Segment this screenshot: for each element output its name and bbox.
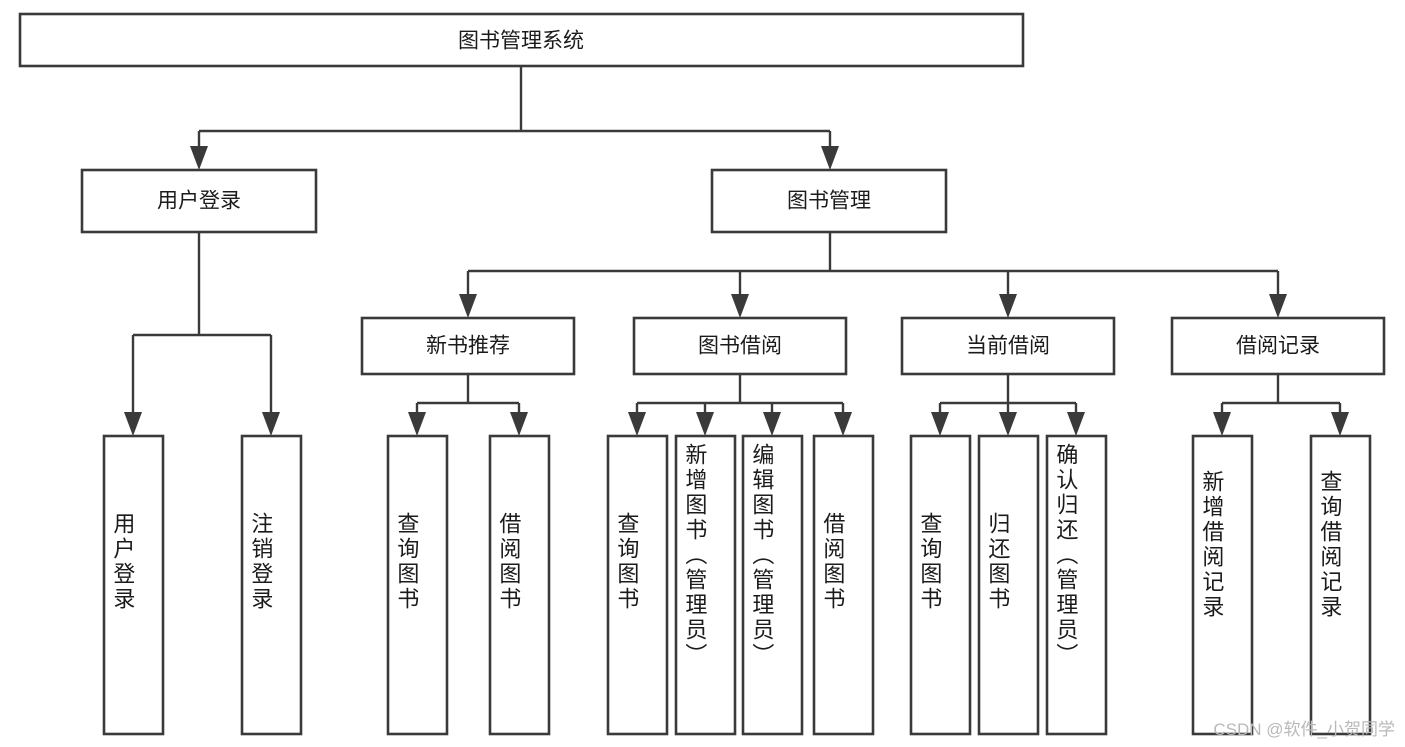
node-borrow-record[interactable]: 借阅记录 <box>1170 316 1386 376</box>
arrowhead-current-borrow <box>999 294 1017 318</box>
connector-group-book-borrow <box>628 374 852 436</box>
arrowhead-leaf-user-login <box>124 412 142 436</box>
arrowhead-bb-leaf-4 <box>834 412 852 436</box>
node-new-book-recommend-box[interactable] <box>360 316 576 376</box>
arrowhead-bb-leaf-2 <box>696 412 714 436</box>
leaf-box-user-login[interactable] <box>102 434 165 736</box>
arrowhead-cb-leaf-1 <box>931 412 949 436</box>
node-current-borrow-box[interactable] <box>900 316 1116 376</box>
arrowhead-new-book <box>459 294 477 318</box>
leaf-box-logout[interactable] <box>240 434 303 736</box>
arrowhead-cb-leaf-2 <box>999 412 1017 436</box>
node-book-borrow[interactable]: 图书借阅 <box>632 316 848 376</box>
arrowhead-book-borrow <box>731 294 749 318</box>
node-current-borrow-label: 当前借阅 <box>966 335 1050 358</box>
node-user-login-label: 用户登录 <box>157 190 241 213</box>
leaf-box-cb-return-book[interactable] <box>977 434 1040 736</box>
leaf-box-group <box>102 434 1372 736</box>
node-book-borrow-box[interactable] <box>632 316 848 376</box>
leaf-box-nb-query-book[interactable] <box>386 434 449 736</box>
arrowhead-br-leaf-2 <box>1331 412 1349 436</box>
arrowhead-nb-leaf-1 <box>408 412 426 436</box>
connector-group-root <box>190 66 839 170</box>
arrowhead-bb-leaf-1 <box>628 412 646 436</box>
connector-group-current-borrow <box>931 374 1085 436</box>
leaf-box-bb-add-book[interactable] <box>674 434 737 736</box>
node-book-borrow-label: 图书借阅 <box>698 335 782 358</box>
leaf-box-br-add-record[interactable] <box>1191 434 1254 736</box>
node-root[interactable]: 图书管理系统 <box>18 12 1025 68</box>
leaf-box-bb-edit-book[interactable] <box>741 434 804 736</box>
arrowhead-leaf-logout <box>262 412 280 436</box>
arrowhead-cb-leaf-3 <box>1067 412 1085 436</box>
node-root-box[interactable] <box>18 12 1025 68</box>
leaf-box-nb-borrow-book[interactable] <box>488 434 551 736</box>
node-root-label: 图书管理系统 <box>458 30 584 53</box>
arrowhead-book-manage <box>821 146 839 170</box>
connector-group-user-login <box>124 232 280 436</box>
leaf-box-bb-borrow-book[interactable] <box>812 434 875 736</box>
node-current-borrow[interactable]: 当前借阅 <box>900 316 1116 376</box>
node-new-book-recommend[interactable]: 新书推荐 <box>360 316 576 376</box>
leaf-box-cb-confirm-return[interactable] <box>1045 434 1108 736</box>
arrowhead-nb-leaf-2 <box>510 412 528 436</box>
connector-group-new-book <box>408 374 528 436</box>
node-book-manage[interactable]: 图书管理 <box>710 168 948 234</box>
node-new-book-recommend-label: 新书推荐 <box>426 335 510 358</box>
arrowhead-br-leaf-1 <box>1213 412 1231 436</box>
leaf-box-cb-query-book[interactable] <box>909 434 972 736</box>
arrowhead-bb-leaf-3 <box>763 412 781 436</box>
node-book-manage-label: 图书管理 <box>787 190 871 213</box>
node-user-login-box[interactable] <box>80 168 318 234</box>
arrowhead-user-login <box>190 146 208 170</box>
node-book-manage-box[interactable] <box>710 168 948 234</box>
node-borrow-record-box[interactable] <box>1170 316 1386 376</box>
csdn-watermark: CSDN @软件_小贺同学 <box>1213 720 1395 739</box>
leaf-box-bb-query-book[interactable] <box>606 434 669 736</box>
leaf-box-br-query-record[interactable] <box>1309 434 1372 736</box>
node-borrow-record-label: 借阅记录 <box>1236 335 1320 358</box>
connector-group-borrow-record <box>1213 374 1349 436</box>
node-user-login[interactable]: 用户登录 <box>80 168 318 234</box>
arrowhead-borrow-record <box>1269 294 1287 318</box>
connector-group-book-manage <box>459 232 1287 318</box>
